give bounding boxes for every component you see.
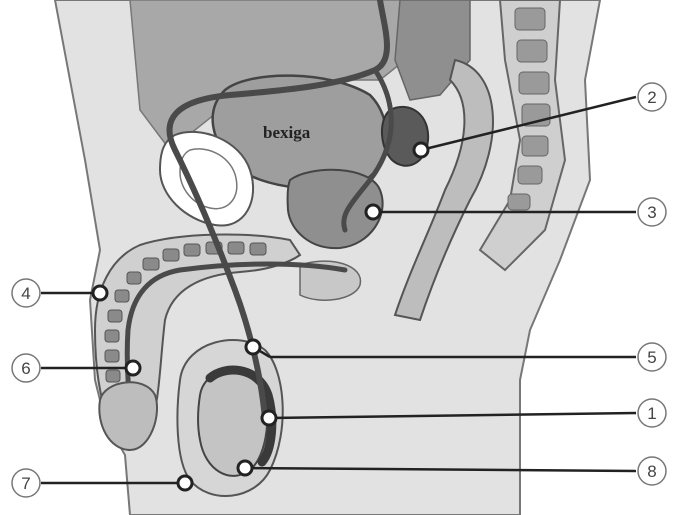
testis: [198, 369, 267, 476]
callout-number: 1: [647, 404, 656, 423]
callout-8: 8: [638, 457, 666, 485]
callout-7: 7: [12, 469, 40, 497]
callout-number: 5: [647, 348, 656, 367]
callout-number: 6: [21, 359, 30, 378]
callout-number: 2: [647, 88, 656, 107]
glans: [99, 382, 157, 450]
callout-2: 2: [638, 83, 666, 111]
bladder-label: bexiga: [263, 123, 311, 142]
callout-6: 6: [12, 354, 40, 382]
callout-3: 3: [638, 198, 666, 226]
callout-number: 8: [647, 462, 656, 481]
callout-1: 1: [638, 399, 666, 427]
callout-number: 4: [21, 284, 30, 303]
callout-number: 3: [647, 203, 656, 222]
callout-4: 4: [12, 279, 40, 307]
callout-5: 5: [638, 343, 666, 371]
callout-number: 7: [21, 474, 30, 493]
